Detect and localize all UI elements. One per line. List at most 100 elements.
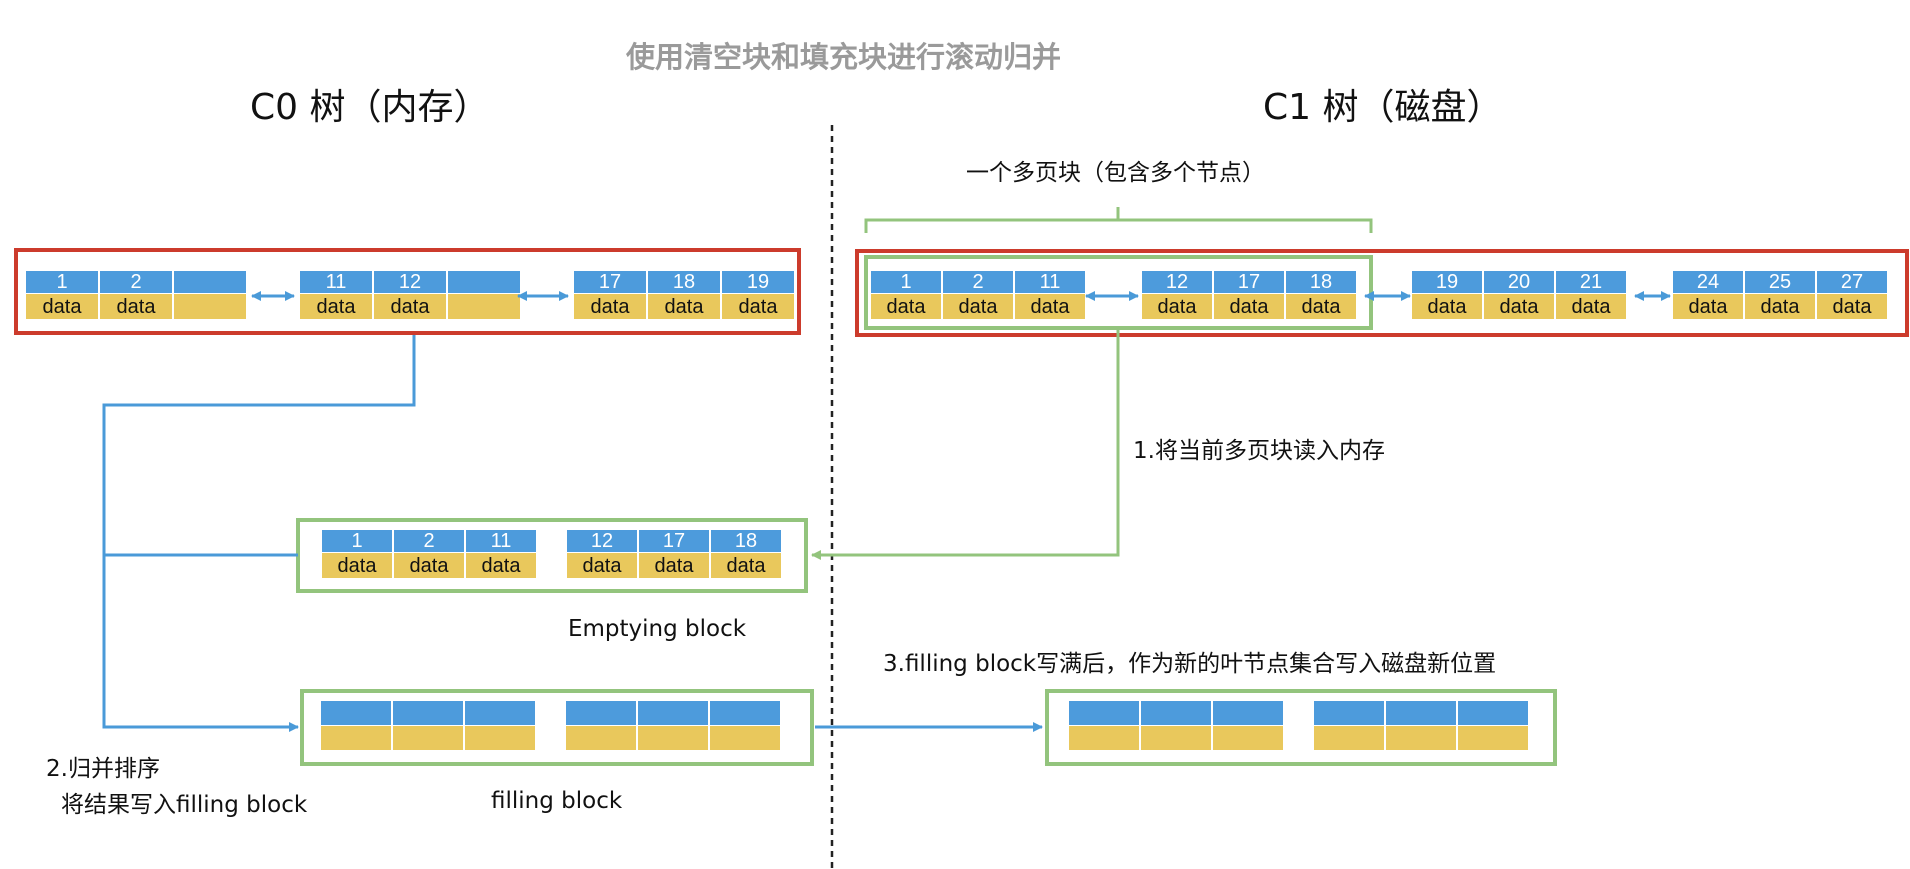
key-label: 12 (1166, 271, 1188, 293)
data-cell (639, 553, 709, 578)
data-label: data (1500, 296, 1540, 318)
key-label: 2 (972, 271, 983, 293)
data-label: data (1689, 296, 1729, 318)
key-cell (1484, 271, 1554, 293)
key-label: 1 (56, 271, 67, 293)
data-label: data (410, 555, 450, 577)
data-label: data (727, 555, 767, 577)
data-cell (566, 726, 636, 750)
diagram-title: 使用清空块和填充块进行滚动归并 (626, 40, 1062, 74)
data-cell (1214, 294, 1284, 319)
data-cell (1817, 294, 1887, 319)
data-cell (648, 294, 720, 319)
data-cell (393, 726, 463, 750)
filling-node-1 (321, 701, 535, 750)
key-cell (174, 271, 246, 293)
data-cell (394, 553, 464, 578)
key-label: 2 (423, 530, 434, 552)
key-label: 1 (351, 530, 362, 552)
multipage-brace (864, 207, 1373, 233)
key-cell (100, 271, 172, 293)
data-cell (1386, 726, 1456, 750)
key-cell (871, 271, 941, 293)
key-cell (374, 271, 446, 293)
data-label: data (655, 555, 695, 577)
data-label: data (1230, 296, 1270, 318)
data-label: data (1158, 296, 1198, 318)
data-cell (1412, 294, 1482, 319)
key-cell (1412, 271, 1482, 293)
key-label: 25 (1769, 271, 1791, 293)
data-cell (321, 726, 391, 750)
disk-node-1 (1069, 701, 1283, 750)
data-cell (574, 294, 646, 319)
key-label: 17 (599, 271, 621, 293)
data-cell (1556, 294, 1626, 319)
key-cell (1556, 271, 1626, 293)
data-cell (448, 294, 520, 319)
data-label: data (1428, 296, 1468, 318)
multipage-block-label: 一个多页块（包含多个节点） (966, 160, 1265, 186)
key-cell (574, 271, 646, 293)
data-cell (26, 294, 98, 319)
data-cell (711, 553, 781, 578)
key-cell (394, 530, 464, 552)
key-cell (1286, 271, 1356, 293)
data-label: data (317, 296, 357, 318)
data-label: data (117, 296, 157, 318)
key-cell (1745, 271, 1815, 293)
key-cell (26, 271, 98, 293)
data-label: data (583, 555, 623, 577)
data-label: data (482, 555, 522, 577)
key-label: 2 (130, 271, 141, 293)
c1-tree-title: C1 树（磁盘） (1263, 87, 1503, 128)
data-cell (1015, 294, 1085, 319)
data-label: data (739, 296, 779, 318)
key-cell (648, 271, 720, 293)
data-cell (1458, 726, 1528, 750)
key-label: 1 (900, 271, 911, 293)
key-cell (1817, 271, 1887, 293)
key-label: 19 (1436, 271, 1458, 293)
data-cell (638, 726, 708, 750)
key-cell (710, 701, 780, 725)
merge-connector (102, 335, 416, 732)
nodes-layer: 1data2data11data12data17data18data19data… (26, 271, 1887, 750)
step3-label: 3.filling block写满后，作为新的叶节点集合写入磁盘新位置 (883, 651, 1497, 677)
key-cell (466, 530, 536, 552)
key-cell (465, 701, 535, 725)
key-label: 12 (591, 530, 613, 552)
key-cell (1069, 701, 1139, 725)
key-label: 17 (1238, 271, 1260, 293)
key-cell (1142, 271, 1212, 293)
data-cell (1142, 294, 1212, 319)
filling-block-border (300, 689, 814, 766)
data-cell (466, 553, 536, 578)
data-cell (1069, 726, 1139, 750)
data-cell (710, 726, 780, 750)
data-label: data (1572, 296, 1612, 318)
key-label: 11 (491, 530, 512, 552)
data-cell (871, 294, 941, 319)
data-label: data (1302, 296, 1342, 318)
data-cell (1286, 294, 1356, 319)
data-cell (1141, 726, 1211, 750)
disk-new-leaf-border (1045, 689, 1557, 766)
key-cell (393, 701, 463, 725)
key-cell (1015, 271, 1085, 293)
data-cell (1484, 294, 1554, 319)
key-cell (300, 271, 372, 293)
data-cell (465, 726, 535, 750)
step1-label: 1.将当前多页块读入内存 (1133, 438, 1385, 464)
key-cell (1214, 271, 1284, 293)
c0-tree-title: C0 树（内存） (250, 87, 490, 128)
data-cell (300, 294, 372, 319)
data-cell (567, 553, 637, 578)
